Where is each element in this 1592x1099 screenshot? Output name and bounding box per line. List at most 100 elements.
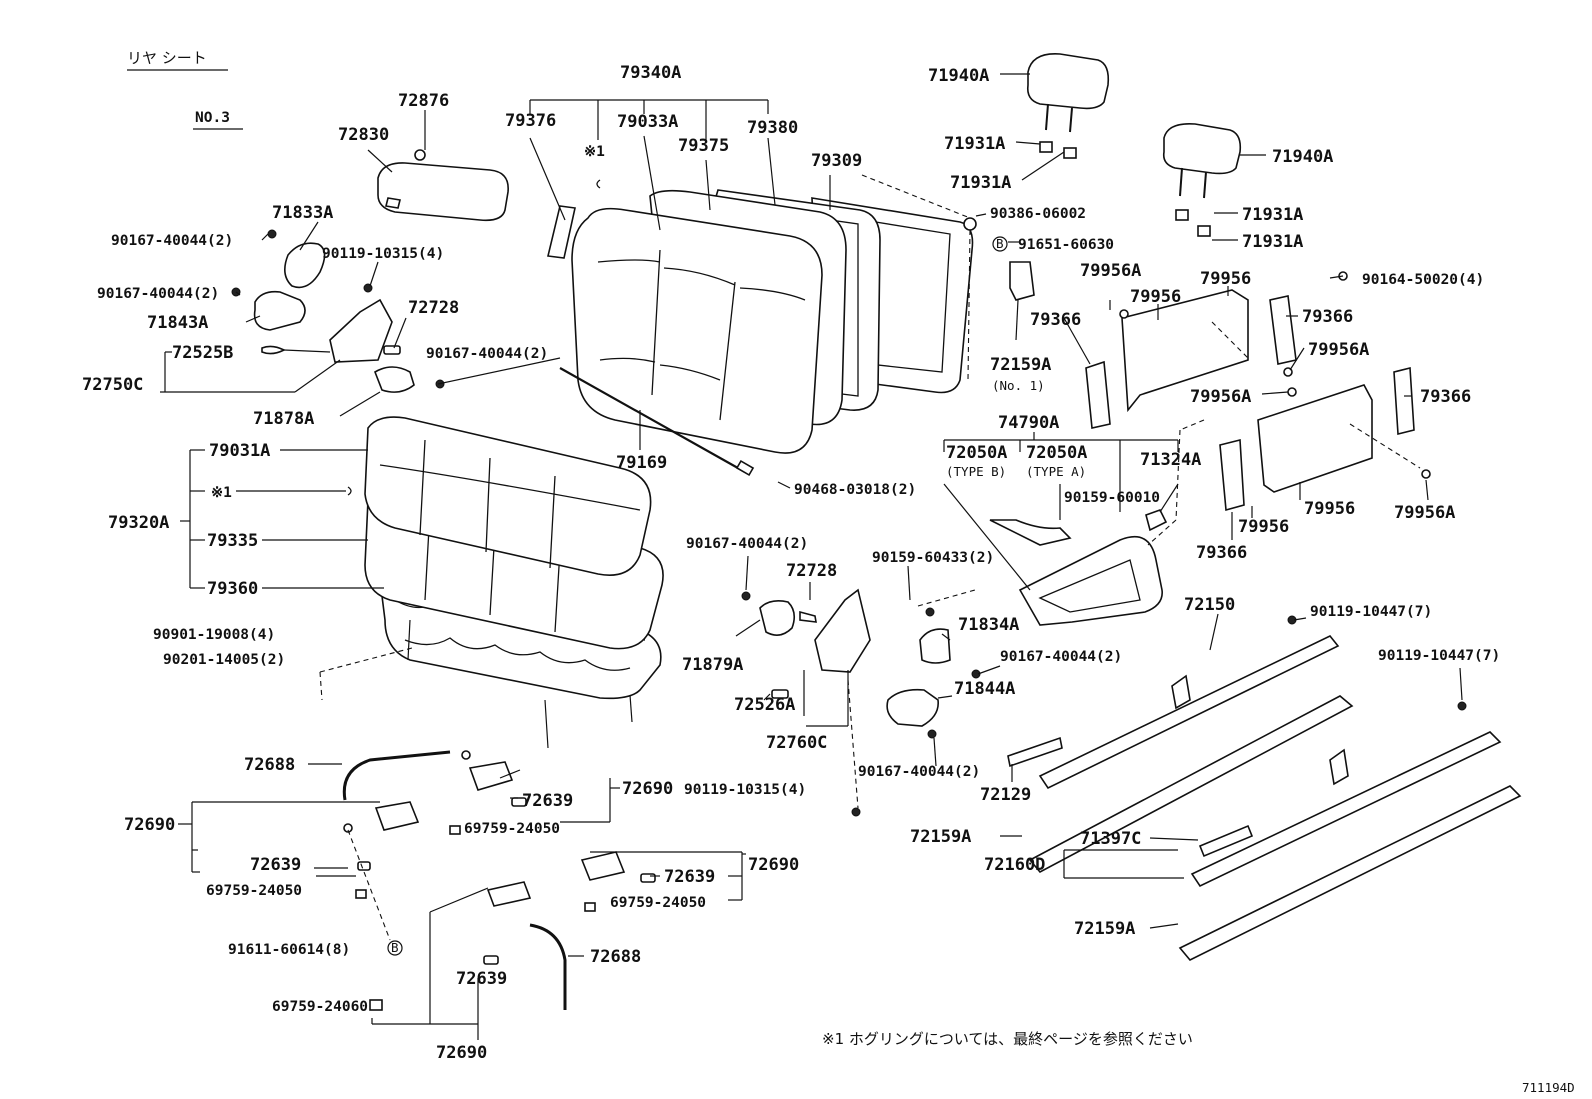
part-label-72050A-b-type: (TYPE B) — [946, 464, 1006, 479]
part-label-79366-a: 79366 — [1030, 310, 1081, 330]
track-rail-a — [1028, 695, 1354, 874]
headrest-guide-icon — [1039, 141, 1053, 153]
part-label-71878A: 71878A — [253, 409, 314, 429]
part-label-79376: 79376 — [505, 111, 556, 131]
center-recliner-group — [741, 588, 981, 817]
part-label-71931A-a: 71931A — [944, 134, 1005, 154]
tray-frame — [1018, 535, 1163, 626]
headrest-right — [1162, 122, 1242, 175]
part-label-71843A: 71843A — [147, 313, 208, 333]
part-71324A-icon — [1145, 509, 1168, 532]
center-recliner-bracket — [814, 588, 871, 673]
part-label-71833A: 71833A — [272, 203, 333, 223]
reference-marker-b-1-label: B — [996, 236, 1004, 251]
part-label-72690-c: 72690 — [748, 855, 799, 875]
reference-marker-b-2 — [387, 940, 403, 956]
part-label-79309: 79309 — [811, 151, 862, 171]
seatback-assembly — [547, 179, 974, 477]
part-label-91611-60614: 91611-60614(8) — [228, 942, 350, 958]
part-label-72525B: 72525B — [172, 343, 233, 363]
part-label-72760C: 72760C — [766, 733, 827, 753]
part-label-79366-c: 79366 — [1420, 387, 1471, 407]
part-label-72159A-a: 72159A — [990, 355, 1051, 375]
part-71833A-icon — [284, 242, 326, 289]
part-label-72050A-a-type: (TYPE A) — [1026, 464, 1086, 479]
part-label-72526A: 72526A — [734, 695, 795, 715]
part-label-79033A: 79033A — [617, 112, 678, 132]
part-label-71931A-c: 71931A — [1242, 205, 1303, 225]
part-label-90167-40044-b: 90167-40044(2) — [97, 286, 219, 302]
armrest-pad — [377, 162, 509, 222]
part-label-90119-10447-a: 90119-10447(7) — [1310, 604, 1432, 620]
part-label-79360: 79360 — [207, 579, 258, 599]
part-label-79366-d: 79366 — [1196, 543, 1247, 563]
part-label-71931A-d: 71931A — [1242, 232, 1303, 252]
trim-79366-b — [1085, 360, 1111, 429]
part-label-79956-c: 79956 — [1238, 517, 1289, 537]
part-label-90901-19008: 90901-19008(4) — [153, 627, 275, 643]
part-label-90119-10315-b: 90119-10315(4) — [684, 782, 806, 798]
part-label-hogring-mark-1: ※1 — [584, 144, 605, 160]
part-label-90201-14005: 90201-14005(2) — [163, 652, 285, 668]
part-label-72690-d: 72690 — [436, 1043, 487, 1063]
part-label-72830: 72830 — [338, 125, 389, 145]
part-label-79956-a: 79956 — [1200, 269, 1251, 289]
part-72728-icon — [383, 345, 401, 355]
part-label-72688-a: 72688 — [244, 755, 295, 775]
latch-72690-b-icon — [374, 801, 420, 831]
track-lower — [1190, 731, 1502, 888]
part-label-hogring-mark-2: ※1 — [211, 485, 232, 501]
part-label-79366-b: 79366 — [1302, 307, 1353, 327]
part-label-71397C: 71397C — [1080, 829, 1141, 849]
part-label-90386-06002: 90386-06002 — [990, 206, 1086, 222]
leader-lines — [160, 73, 1463, 1040]
part-label-69759-24050-c: 69759-24050 — [610, 895, 706, 911]
part-label-90167-40044-e: 90167-40044(2) — [1000, 649, 1122, 665]
latch-72690-c-icon — [580, 851, 626, 881]
part-label-71940A-b: 71940A — [1272, 147, 1333, 167]
part-label-90159-60010: 90159-60010 — [1064, 490, 1160, 506]
part-label-72159A-c: 72159A — [1074, 919, 1135, 939]
part-label-79956-b: 79956 — [1130, 287, 1181, 307]
part-label-72690-b: 72690 — [124, 815, 175, 835]
part-label-90164-50020: 90164-50020(4) — [1362, 272, 1484, 288]
part-label-72728-a: 72728 — [408, 298, 459, 318]
reference-marker-b-2-label: B — [391, 940, 399, 955]
seat-tracks — [1007, 615, 1522, 961]
part-label-72750C: 72750C — [82, 375, 143, 395]
part-71843A-icon — [253, 290, 306, 331]
part-72525B-icon — [261, 345, 286, 355]
part-label-79335: 79335 — [207, 531, 258, 551]
headrest-left — [1026, 53, 1110, 110]
part-label-71844A: 71844A — [954, 679, 1015, 699]
part-label-72639-c: 72639 — [664, 867, 715, 887]
part-72050A-icon — [989, 519, 1072, 546]
part-79376-icon — [547, 205, 576, 259]
part-label-79956A-b: 79956A — [1308, 340, 1369, 360]
part-label-72050A-b: 72050A — [946, 443, 1007, 463]
part-label-74790A: 74790A — [998, 413, 1059, 433]
part-71879A-icon — [759, 600, 796, 636]
part-label-90167-40044-f: 90167-40044(2) — [858, 764, 980, 780]
part-label-79956-d: 79956 — [1304, 499, 1355, 519]
seatback-cover — [571, 207, 823, 454]
part-label-72159A-b: 72159A — [910, 827, 971, 847]
part-label-79380: 79380 — [747, 118, 798, 138]
cushion-assembly — [347, 416, 664, 749]
cushion-cover — [364, 416, 652, 576]
part-label-90119-10315-a: 90119-10315(4) — [322, 246, 444, 262]
part-72129-icon — [1007, 736, 1063, 768]
part-label-90468-03018: 90468-03018(2) — [794, 482, 916, 498]
part-71834A-icon — [919, 628, 951, 664]
part-72159A-no1-icon — [1009, 261, 1035, 301]
part-label-79169: 79169 — [616, 453, 667, 473]
part-label-90167-40044-d: 90167-40044(2) — [686, 536, 808, 552]
part-label-90119-10447-b: 90119-10447(7) — [1378, 648, 1500, 664]
part-label-91651-60630: 91651-60630 — [1018, 237, 1114, 253]
part-label-71940A-a: 71940A — [928, 66, 989, 86]
side-panels — [1009, 261, 1431, 512]
part-label-71834A: 71834A — [958, 615, 1019, 635]
part-90386-06002-icon — [963, 217, 977, 231]
part-72876-icon — [414, 149, 426, 161]
